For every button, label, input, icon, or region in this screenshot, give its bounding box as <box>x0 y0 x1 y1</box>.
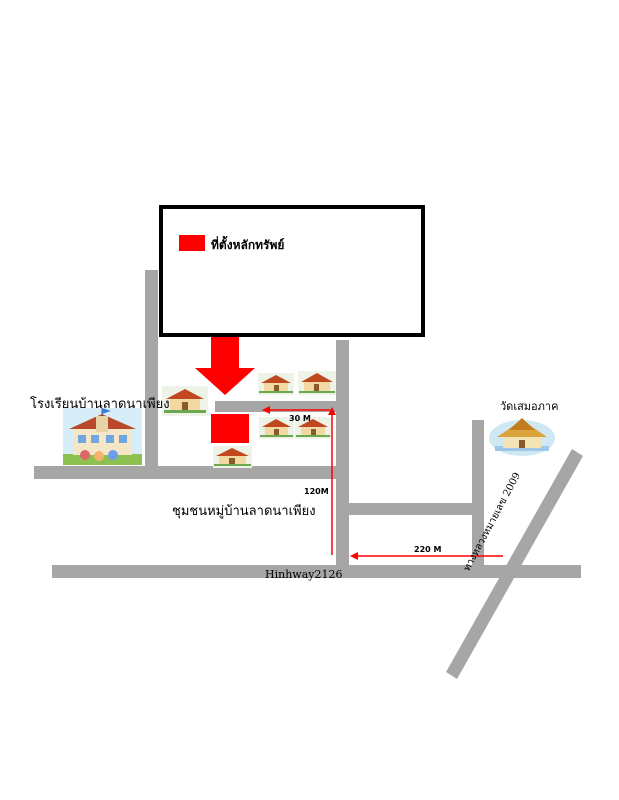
house-icon <box>259 417 294 439</box>
house-icon <box>162 386 208 416</box>
road-short-horizontal <box>215 401 336 412</box>
arrow-30m-head <box>262 406 270 414</box>
house-icon <box>295 417 331 439</box>
house-icon <box>258 373 294 395</box>
school-label: โรงเรียนบ้านลาดนาเพียง <box>30 397 170 412</box>
arrow-220m-head <box>350 552 358 560</box>
highway-label: Hinhway2126 <box>265 568 343 581</box>
school-icon <box>63 408 142 465</box>
highway-2009-road <box>446 449 583 679</box>
legend-label: ที่ตั้งหลักทรัพย์ <box>211 238 285 252</box>
road-right-vertical <box>472 420 484 572</box>
road-upper-horizontal <box>34 466 336 479</box>
arrow-120m-head <box>328 407 336 415</box>
legend-swatch <box>179 235 205 251</box>
road-center-vertical <box>336 340 349 572</box>
distance-30m-label: 30 M <box>289 414 311 423</box>
temple-label: วัดเสมอภาค <box>500 400 559 413</box>
highway-2126-road <box>52 565 581 578</box>
house-icon <box>213 446 252 468</box>
road-connector-horizontal <box>346 503 476 515</box>
road-left-vertical <box>145 270 158 478</box>
legend-box: ที่ตั้งหลักทรัพย์ <box>159 205 425 337</box>
property-marker <box>211 414 249 443</box>
temple-icon <box>489 418 555 456</box>
house-icon <box>298 371 336 395</box>
distance-220m-label: 220 M <box>414 545 442 554</box>
distance-120m-label: 120M <box>304 487 329 496</box>
pointer-arrow-icon <box>195 333 255 395</box>
community-label: ชุมชนหมู่บ้านลาดนาเพียง <box>172 504 316 519</box>
